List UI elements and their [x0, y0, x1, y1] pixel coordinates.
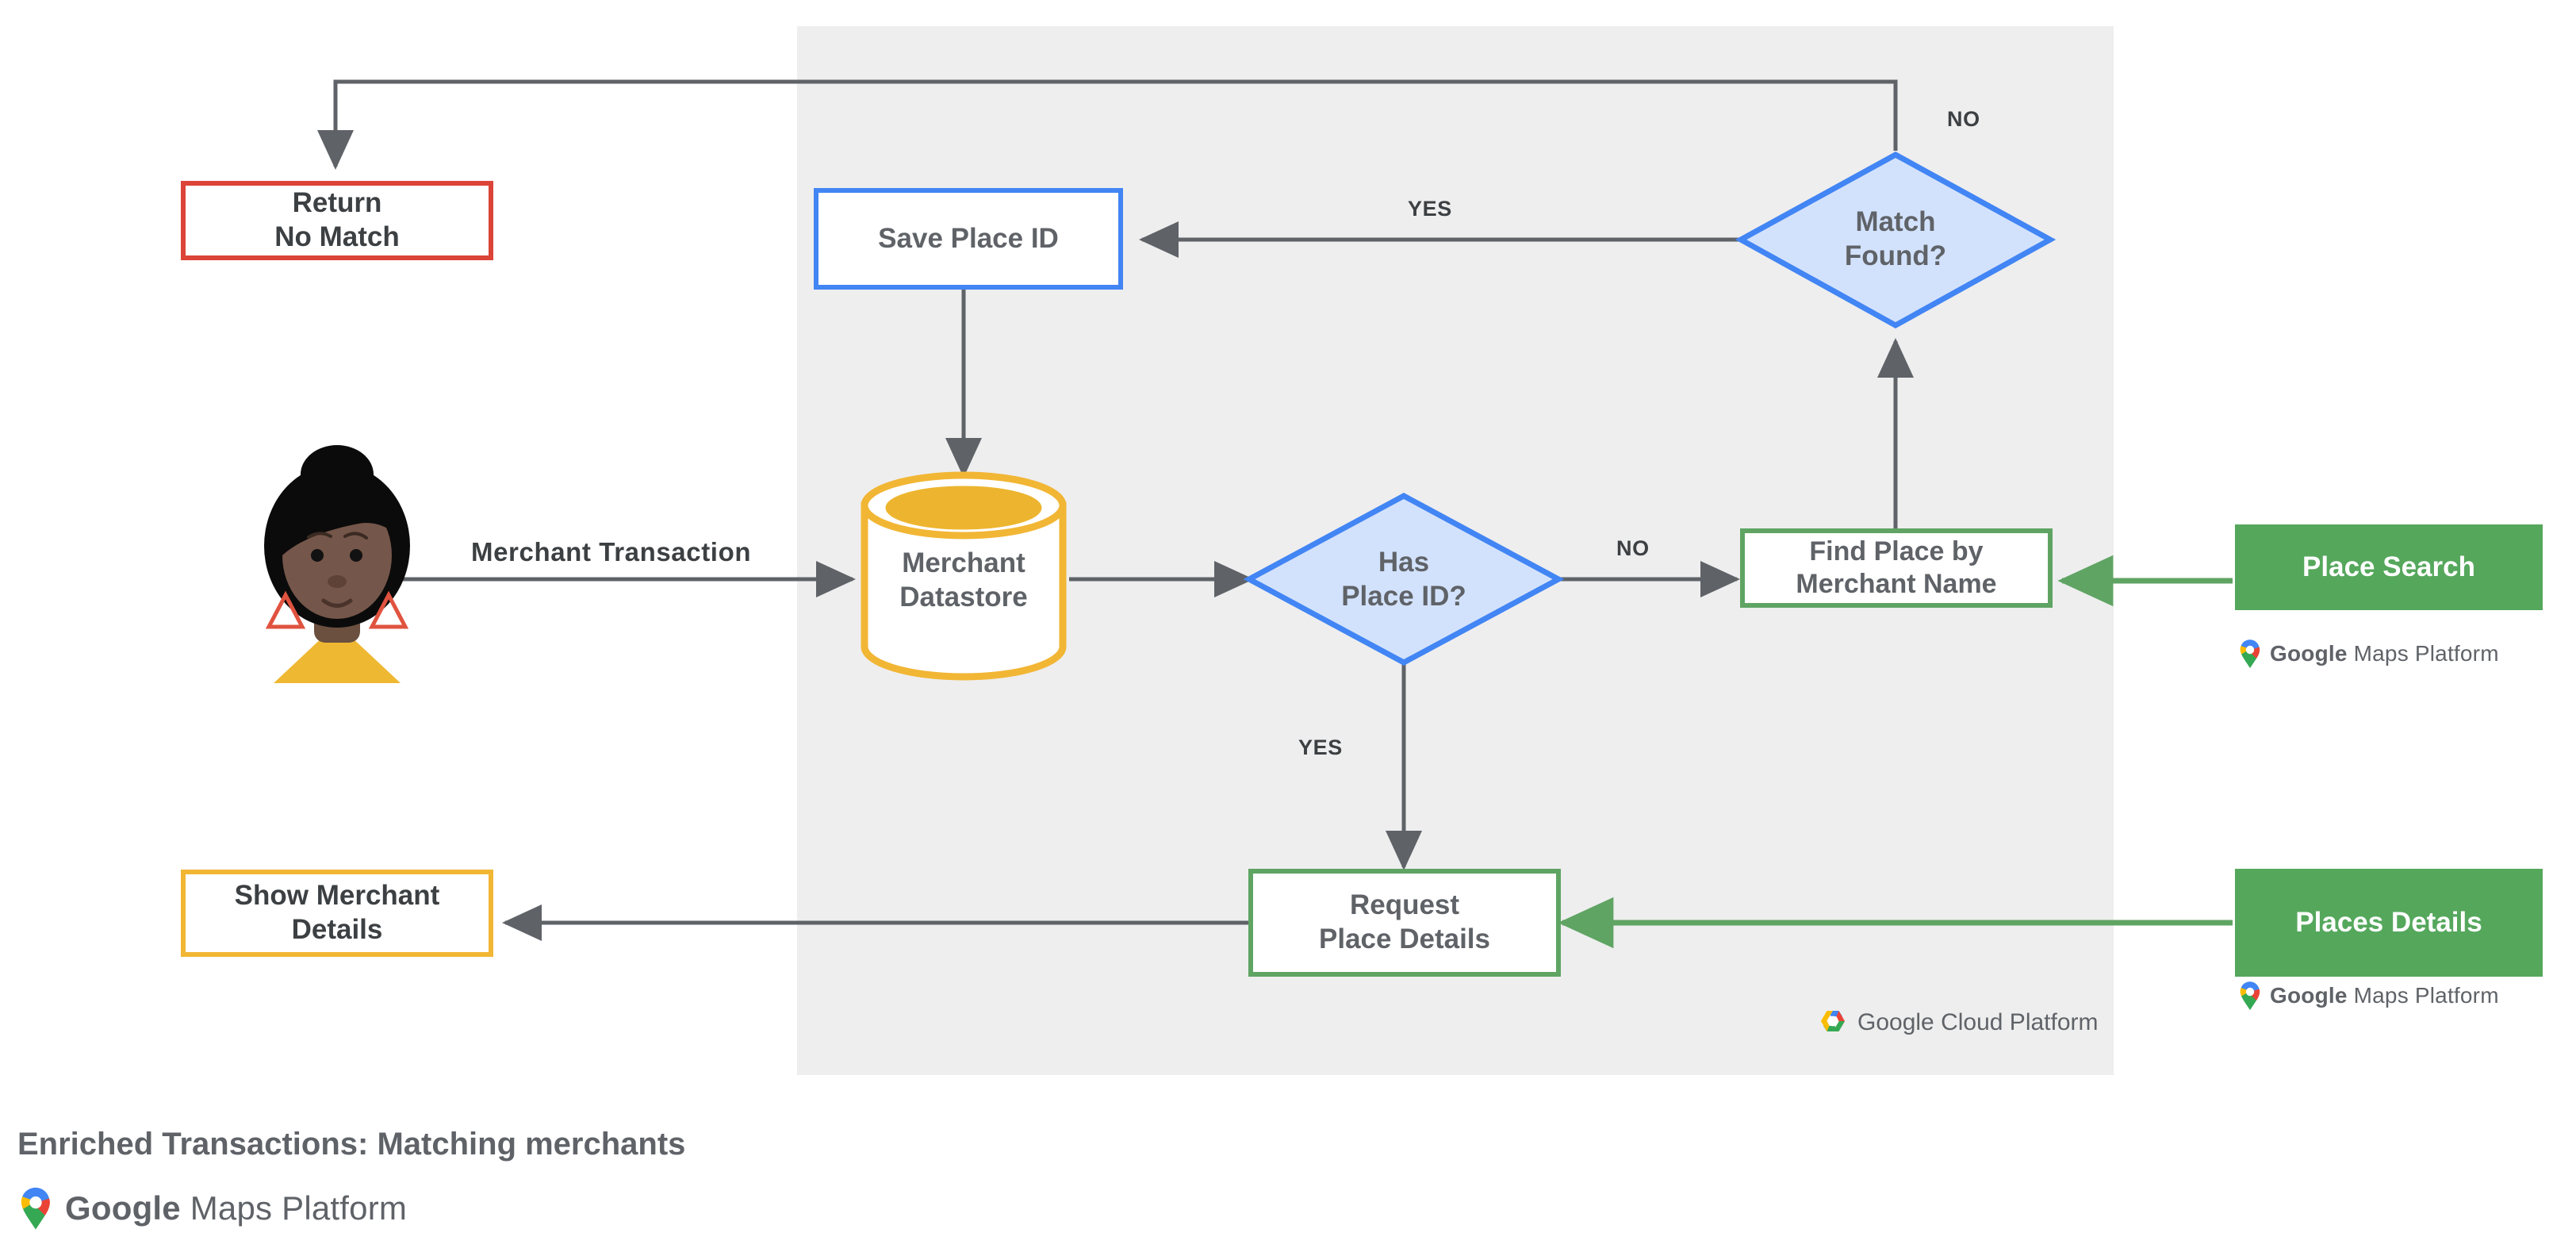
- footer-gmp-logo: Google Maps Platform: [17, 1186, 407, 1231]
- node-label: Places Details: [2295, 906, 2482, 938]
- node-label: Return No Match: [274, 187, 400, 252]
- node-save-place-id[interactable]: Save Place ID: [814, 188, 1123, 290]
- node-places-details[interactable]: Places Details: [2235, 869, 2543, 977]
- google-maps-pin-icon: [21, 1187, 50, 1230]
- edge-label-has-place-id-no: NO: [1616, 536, 1650, 560]
- google-maps-pin-icon: [2240, 981, 2260, 1010]
- gcp-logo-text: Google Cloud Platform: [1857, 1009, 2099, 1035]
- gmp-logo-text: Google Maps Platform: [2270, 983, 2499, 1008]
- gmp-logo-text: Google Maps Platform: [65, 1189, 408, 1227]
- node-place-search[interactable]: Place Search: [2235, 524, 2543, 610]
- gmp-logo-text: Google Maps Platform: [2270, 641, 2499, 666]
- node-label: Merchant Datastore: [899, 547, 1028, 613]
- google-cloud-hexagon-icon: [1821, 1011, 1845, 1031]
- edge-label-merchant-transaction: Merchant Transaction: [471, 537, 752, 566]
- node-request-place-details[interactable]: Request Place Details: [1248, 869, 1561, 977]
- place-search-gmp-logo: Google Maps Platform: [2238, 639, 2499, 669]
- node-merchant-datastore[interactable]: Merchant Datastore: [845, 533, 1083, 628]
- google-maps-pin-icon: [2240, 639, 2260, 668]
- node-label: Has Place ID?: [1341, 547, 1466, 612]
- edge-label-match-found-yes: YES: [1408, 197, 1452, 221]
- node-label: Place Search: [2302, 551, 2475, 582]
- node-has-place-id[interactable]: Has Place ID?: [1253, 533, 1554, 627]
- node-label: Match Found?: [1844, 206, 1947, 271]
- node-label: Show Merchant Details: [234, 880, 440, 945]
- places-details-gmp-logo: Google Maps Platform: [2238, 981, 2499, 1011]
- node-return-no-match[interactable]: Return No Match: [181, 181, 493, 260]
- node-find-place-by-merchant-name[interactable]: Find Place by Merchant Name: [1740, 528, 2053, 608]
- diagram-caption: Enriched Transactions: Matching merchant…: [17, 1127, 686, 1162]
- node-label: Request Place Details: [1319, 889, 1490, 954]
- node-match-found[interactable]: Match Found?: [1741, 192, 2050, 287]
- node-label: Find Place by Merchant Name: [1796, 536, 1997, 599]
- node-show-merchant-details[interactable]: Show Merchant Details: [181, 870, 493, 957]
- edge-label-has-place-id-yes: YES: [1298, 735, 1343, 759]
- merchant-user-avatar: [264, 445, 410, 683]
- edge-label-match-found-no: NO: [1947, 107, 1980, 131]
- edge-match-found-no: [317, 79, 1898, 171]
- google-cloud-platform-logo: Google Cloud Platform: [1818, 1009, 2099, 1036]
- has-place-id-shape: [1243, 493, 1565, 666]
- node-label: Save Place ID: [878, 222, 1059, 254]
- match-found-shape: [1735, 152, 2057, 329]
- merchant-datastore-shape: [861, 471, 1067, 681]
